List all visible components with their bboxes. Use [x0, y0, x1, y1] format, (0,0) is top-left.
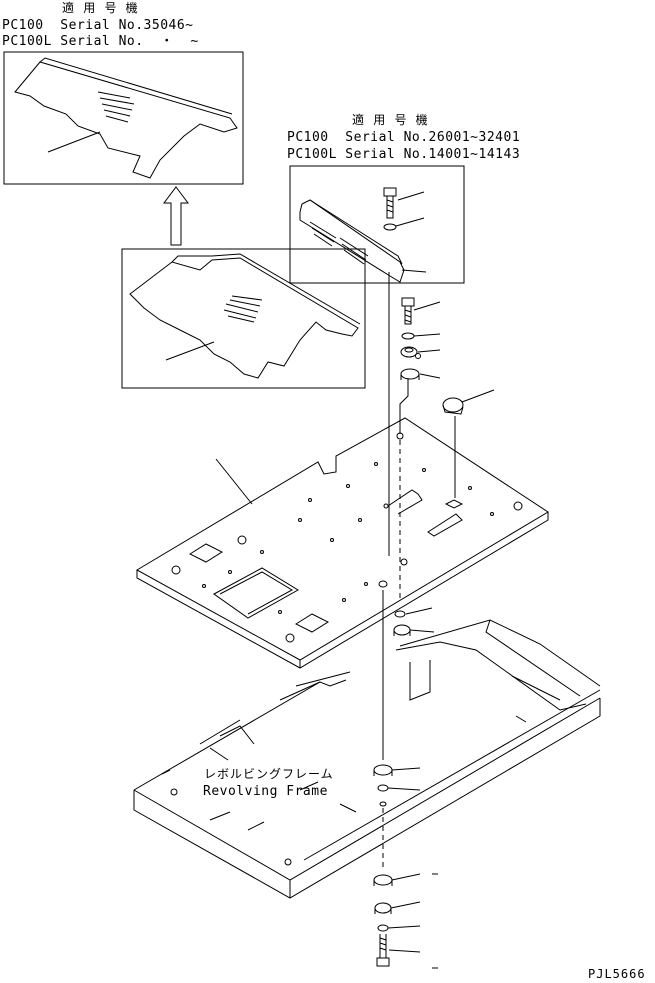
inset-left-serial-pc100: PC100 Serial No.35046~ [2, 18, 194, 33]
up-arrow-icon [163, 186, 189, 246]
lower-fastener-stack [373, 764, 438, 969]
revolving-frame-label-jp: レボルビングフレーム [204, 767, 334, 781]
middle-fastener-stack [378, 580, 435, 760]
drawing-code: PJL5666 [588, 967, 646, 981]
upper-fastener-stack [388, 272, 495, 600]
inset-box-side-cover [289, 165, 465, 284]
plate-holes [171, 432, 523, 643]
revolving-frame-label-en: Revolving Frame [203, 784, 328, 799]
inset-left-heading: 適 用 号 機 [62, 1, 139, 15]
inset-right-serial-pc100: PC100 Serial No.26001~32401 [287, 130, 521, 145]
inset-right-serial-pc100l: PC100L Serial No.14001~14143 [287, 147, 521, 162]
inset-box-floor-mat-top [3, 51, 244, 185]
revolving-frame [133, 619, 601, 899]
inset-right-heading: 適 用 号 機 [352, 113, 429, 127]
inset-left-serial-pc100l: PC100L Serial No. ・ ~ [2, 34, 199, 49]
inset-box-floor-mat-bottom [121, 248, 366, 389]
floor-plate [135, 417, 549, 669]
